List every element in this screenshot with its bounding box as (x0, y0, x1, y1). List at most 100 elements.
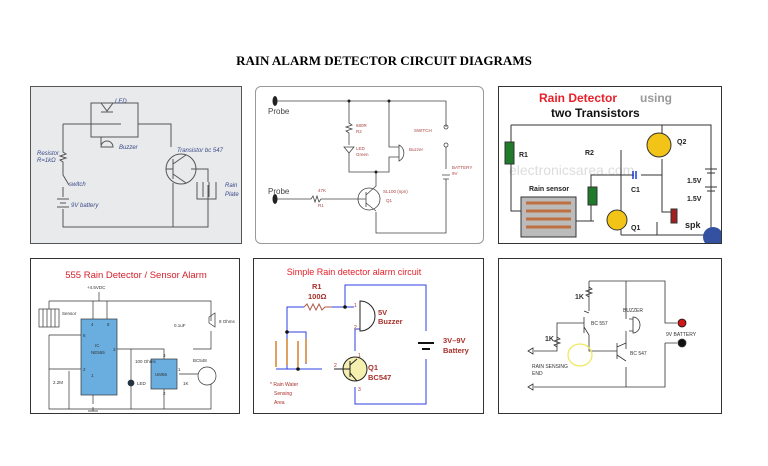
diagram-simple-rain-alarm: Simple Rain detector alarm circuit R1 10… (253, 258, 484, 414)
circuit-drawing: Simple Rain detector alarm circuit R1 10… (270, 267, 470, 406)
label: Q1 (631, 225, 640, 232)
label: 100Ω (308, 292, 327, 301)
label: Buzzer (119, 145, 139, 151)
pin-label: 1 (354, 303, 357, 309)
diagram-two-transistor-detector: Rain Detector using two Transistors elec… (498, 86, 722, 244)
probe-label: Probe (268, 187, 290, 196)
transistor-icon (197, 366, 217, 386)
page-title: RAIN ALARM DETECTOR CIRCUIT DIAGRAMS (236, 53, 532, 68)
watermark: electronicsarea.com (509, 162, 634, 178)
label: 9V BATTERY (666, 332, 697, 338)
label: R=1kΩ (37, 158, 56, 164)
label: Rain (225, 183, 238, 189)
wire (48, 292, 212, 410)
diagram-title: two Transistors (551, 106, 640, 120)
label: 1.5V (687, 196, 702, 203)
label: R1 (318, 203, 324, 208)
diagram-title: 555 Rain Detector / Sensor Alarm (65, 270, 207, 281)
label: Q2 (677, 139, 686, 146)
label: Sensing (274, 391, 292, 397)
transistor-q2-icon (646, 132, 672, 158)
speaker-icon (670, 208, 678, 224)
label: 8 Ohms (219, 319, 236, 324)
label: Resistor (37, 151, 60, 157)
label: BC547 (368, 373, 391, 382)
label: * Rain Water (270, 382, 298, 388)
label: END (532, 371, 543, 377)
transistor-leads (334, 358, 358, 382)
wire (276, 100, 450, 234)
diagram-bc557-bc547-alarm: 1K 1K BC 557 BC 547 BUZZER 9V BATTERY RA… (498, 258, 722, 414)
logo-badge (703, 227, 721, 243)
label: SL100 (npn) (383, 189, 408, 194)
switch-icon (443, 142, 449, 148)
label: R2 (585, 150, 594, 157)
wire (63, 102, 172, 147)
label: 1K (183, 381, 189, 386)
resistor-r1 (504, 141, 515, 165)
label: 47K (318, 188, 326, 193)
capacitor-c1-icon (632, 171, 637, 179)
label: SWITCH (414, 128, 432, 133)
label: BATTERY (452, 165, 472, 170)
label: 2.2M (53, 380, 63, 385)
ground-icon (88, 407, 98, 412)
label: 1K (575, 294, 584, 301)
label: Q1 (368, 363, 378, 372)
label: RAIN SENSING (532, 364, 568, 370)
label: Rain sensor (529, 186, 569, 193)
pin-label: 3 (358, 387, 361, 393)
resistor-icon (552, 286, 594, 348)
label: Buzzer (378, 317, 403, 326)
pin-label: 2 (334, 363, 337, 369)
resistor-icon (303, 302, 332, 312)
circuit-drawing: 555 Rain Detector / Sensor Alarm +4.5VDC… (38, 270, 236, 412)
label: Sensor (62, 311, 77, 316)
label: Area (274, 400, 285, 406)
label: 680R (356, 123, 368, 128)
rain-plate-icon (166, 154, 217, 227)
pin-label: 1 (91, 373, 94, 378)
supply-label: +4.5VDC (87, 285, 106, 290)
diagram-title: Rain Detector (539, 91, 617, 105)
pin-label: 1 (358, 353, 361, 359)
led-icon (127, 379, 135, 387)
battery-positive-terminal (677, 318, 687, 328)
led-icon (343, 146, 355, 154)
circuit-drawing: Probe Probe 680R R2 LED Green Buzzer SWI… (268, 96, 472, 234)
label: BC548 (193, 358, 207, 363)
battery-icon (418, 342, 434, 350)
label: 0.1uF (174, 323, 186, 328)
pin-label: 8 (107, 322, 110, 327)
probe-terminal (272, 194, 278, 204)
buzzer-icon (398, 144, 405, 162)
terminal-arrow-icon (527, 347, 534, 391)
label: LED (356, 146, 366, 151)
battery-negative-terminal (677, 338, 687, 348)
transistor-icon (357, 187, 381, 211)
circuit-drawing: LED Buzzer Resistor R=1kΩ switch 9V batt… (37, 99, 239, 228)
label: 1K (545, 336, 554, 343)
battery-icon (705, 168, 717, 192)
label: R2 (356, 129, 362, 134)
pin-label: 2 (354, 325, 357, 331)
label: Green (356, 152, 369, 157)
pin-label: 3 (113, 347, 116, 352)
label: 1.5V (687, 178, 702, 185)
label: 3V–9V (443, 336, 466, 345)
label: Battery (443, 346, 470, 355)
diagram-probe-circuit: Probe Probe 680R R2 LED Green Buzzer SWI… (255, 86, 484, 244)
pin-label: 2 (83, 367, 86, 372)
buzzer-icon (629, 316, 641, 334)
label: UM66 (155, 372, 168, 377)
label: spk (685, 220, 702, 230)
speaker-icon (208, 312, 216, 328)
label: R1 (312, 282, 322, 291)
label: BUZZER (623, 308, 643, 314)
buzzer-icon (359, 300, 376, 332)
um66-ic-icon (150, 358, 178, 390)
label: Q1 (386, 198, 393, 203)
label: 9V (452, 171, 458, 176)
diagram-title: Simple Rain detector alarm circuit (287, 267, 422, 277)
label: IC (95, 343, 100, 348)
